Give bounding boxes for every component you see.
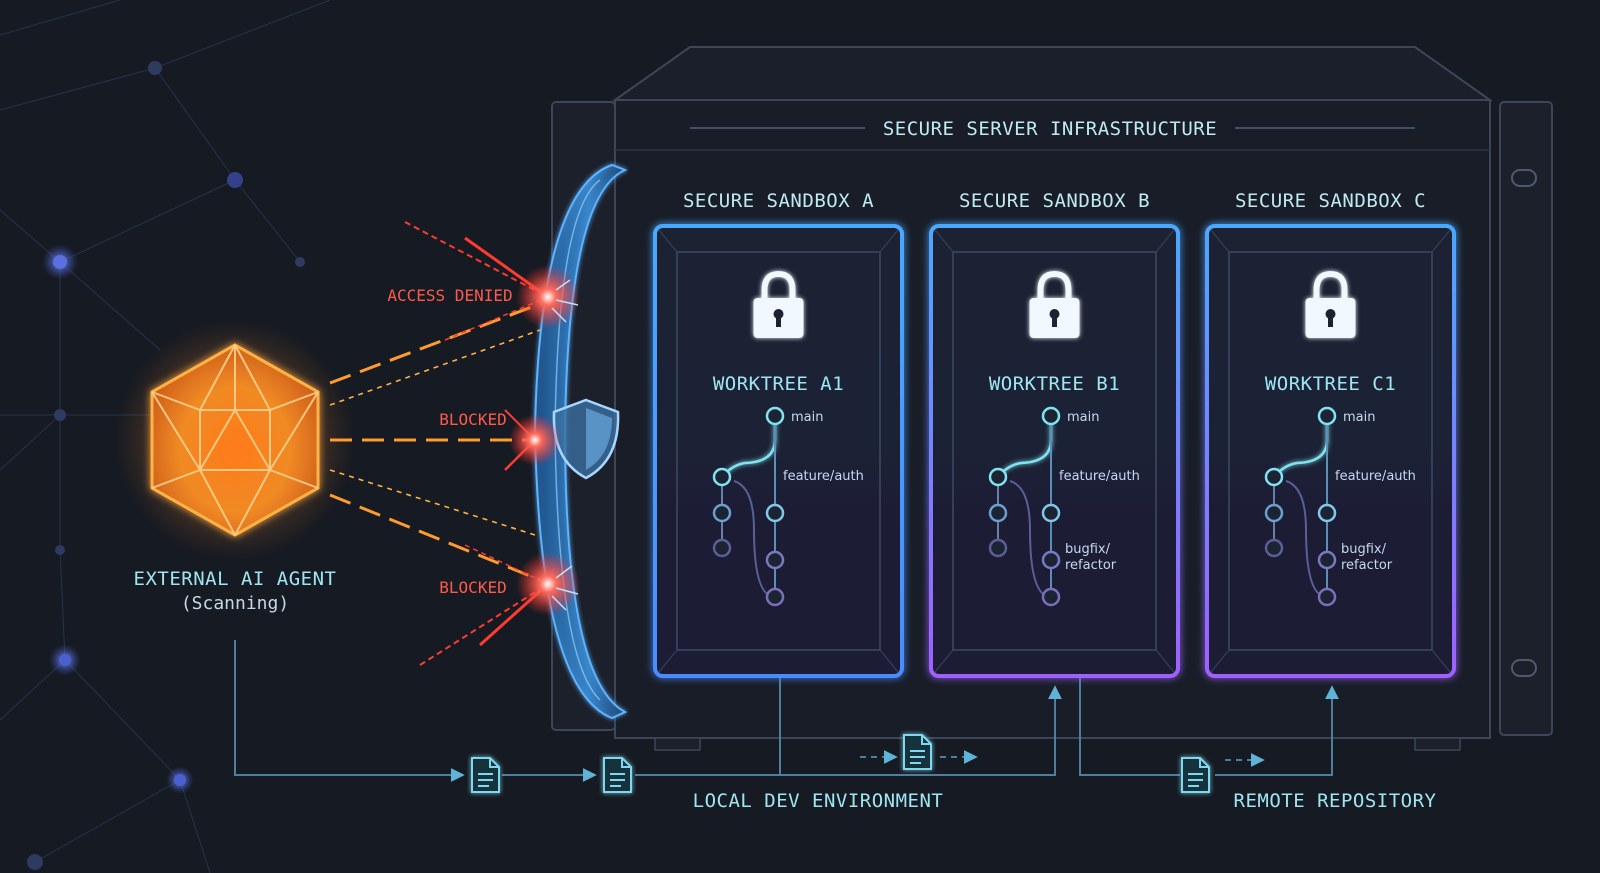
worktree-label: WORKTREE B1 bbox=[989, 373, 1120, 395]
commit-node bbox=[712, 538, 732, 558]
ai-agent-icosahedron bbox=[115, 320, 355, 560]
commit-node bbox=[988, 538, 1008, 558]
server-title: SECURE SERVER INFRASTRUCTURE bbox=[883, 118, 1217, 140]
commit-node bbox=[1041, 406, 1061, 426]
branch-label-feature: feature/auth bbox=[1059, 469, 1140, 484]
sandbox-panel: SECURE SANDBOX B WORKTREE B1 main feature/a… bbox=[929, 190, 1180, 678]
commit-node bbox=[712, 503, 732, 523]
local-dev-label: LOCAL DEV ENVIRONMENT bbox=[693, 790, 944, 812]
sandbox-bevel bbox=[934, 229, 1175, 673]
scan-beams bbox=[329, 300, 546, 584]
worktree-label: WORKTREE A1 bbox=[713, 373, 844, 395]
lock-icon bbox=[1305, 270, 1356, 338]
shield-cracks bbox=[551, 279, 579, 611]
commit-node bbox=[1317, 406, 1337, 426]
commit-node bbox=[765, 587, 785, 607]
branch-label-main: main bbox=[791, 410, 823, 425]
branch-label-main: main bbox=[1067, 410, 1099, 425]
commit-node bbox=[712, 467, 732, 487]
commit-node bbox=[1041, 503, 1061, 523]
document-icon bbox=[471, 757, 500, 793]
branch-label-bugfix: bugfix/ bbox=[1341, 542, 1387, 557]
blocked-label: BLOCKED bbox=[439, 578, 506, 597]
sandbox-title: SECURE SANDBOX C bbox=[1235, 190, 1426, 212]
sandbox-frame bbox=[1205, 224, 1456, 678]
commit-node bbox=[1264, 467, 1284, 487]
lock-icon bbox=[753, 270, 804, 338]
git-branch-graph: main feature/auth bugfix/refactor bbox=[988, 406, 1140, 607]
sandbox-inner-frame bbox=[1228, 251, 1433, 651]
sandbox-panel: SECURE SANDBOX C WORKTREE C1 main feature/a… bbox=[1205, 190, 1456, 678]
sandbox-bevel bbox=[658, 229, 899, 673]
connection-lines bbox=[234, 640, 1339, 782]
commit-node bbox=[988, 467, 1008, 487]
branch-label-feature: feature/auth bbox=[783, 469, 864, 484]
commit-node bbox=[1317, 587, 1337, 607]
sandbox-panel: SECURE SANDBOX A WORKTREE A1 main feature/a… bbox=[653, 190, 904, 678]
sandbox-frame bbox=[929, 224, 1180, 678]
sandbox-title: SECURE SANDBOX B bbox=[959, 190, 1150, 212]
branch-label-feature: feature/auth bbox=[1335, 469, 1416, 484]
agent-status: (Scanning) bbox=[181, 593, 289, 614]
sandbox-bevel bbox=[1210, 229, 1451, 673]
sandbox-title: SECURE SANDBOX A bbox=[683, 190, 874, 212]
document-icon bbox=[903, 734, 932, 770]
agent-label: EXTERNAL AI AGENT bbox=[134, 568, 337, 590]
branch-label-refactor: refactor bbox=[1065, 558, 1117, 573]
sandbox-inner-frame bbox=[952, 251, 1157, 651]
commit-node bbox=[1317, 550, 1337, 570]
worktree-label: WORKTREE C1 bbox=[1265, 373, 1396, 395]
git-branch-graph: main feature/auth bbox=[712, 406, 864, 607]
lock-icon bbox=[1029, 270, 1080, 338]
commit-node bbox=[765, 503, 785, 523]
blocked-label: BLOCKED bbox=[439, 410, 506, 429]
branch-label-main: main bbox=[1343, 410, 1375, 425]
commit-node bbox=[988, 503, 1008, 523]
git-branch-graph: main feature/auth bugfix/refactor bbox=[1264, 406, 1416, 607]
commit-node bbox=[1041, 587, 1061, 607]
remote-repo-label: REMOTE REPOSITORY bbox=[1234, 790, 1437, 812]
document-icon bbox=[1181, 757, 1210, 793]
commit-node bbox=[765, 550, 785, 570]
commit-node bbox=[1264, 503, 1284, 523]
sandboxes: SECURE SANDBOX A WORKTREE A1 main feature/a… bbox=[653, 190, 1456, 678]
commit-node bbox=[765, 406, 785, 426]
commit-node bbox=[1264, 538, 1284, 558]
shield-icon bbox=[552, 398, 620, 480]
commit-node bbox=[1041, 550, 1061, 570]
commit-node bbox=[1317, 503, 1337, 523]
sandbox-frame bbox=[653, 224, 904, 678]
branch-label-refactor: refactor bbox=[1341, 558, 1393, 573]
access-denied-label: ACCESS DENIED bbox=[387, 286, 512, 305]
document-icon bbox=[603, 757, 632, 793]
branch-label-bugfix: bugfix/ bbox=[1065, 542, 1111, 557]
network-nodes bbox=[27, 61, 305, 870]
impact-burst bbox=[509, 265, 580, 616]
sandbox-inner-frame bbox=[676, 251, 881, 651]
